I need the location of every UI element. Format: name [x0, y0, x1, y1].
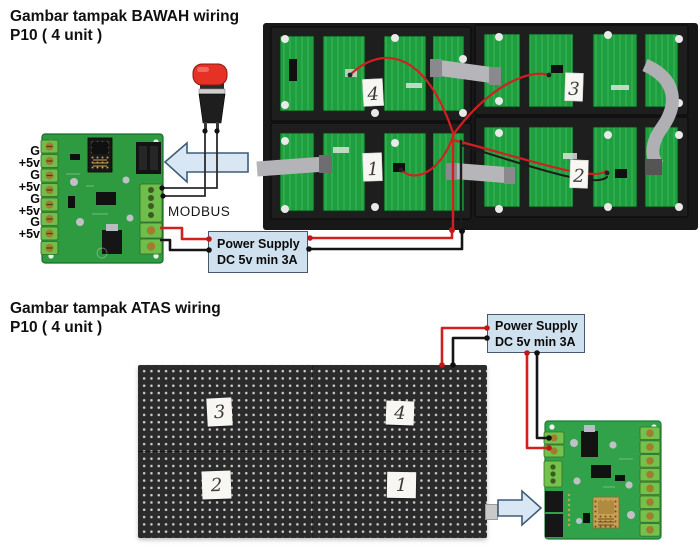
pcb-components [66, 154, 134, 259]
controller-pcb-bottom-view [40, 133, 164, 264]
push-button [192, 63, 228, 131]
pin-label: +5v [18, 203, 40, 218]
panel-number: 3 [568, 79, 580, 100]
ribbon-cables [256, 59, 679, 184]
power-supply-line1: Power Supply [495, 319, 578, 333]
panel-number: 4 [393, 402, 407, 424]
push-button-body [192, 63, 228, 131]
pcb-components [570, 425, 635, 524]
led-panel-back-photo: 4 3 1 2 [256, 23, 698, 231]
left-connector-headers [545, 491, 571, 537]
top-power-wires [160, 226, 464, 252]
pin-label: G [30, 191, 40, 206]
top-section-title: Gambar tampak BAWAH wiring P10 ( 4 unit … [10, 7, 239, 45]
power-supply-line1: Power Supply [217, 237, 300, 251]
panel-number: 1 [395, 474, 408, 496]
panel-number: 2 [572, 166, 585, 187]
module-seam-horizontal [138, 451, 487, 452]
left-terminal-column [40, 139, 59, 255]
flow-arrow-right-icon [497, 489, 543, 527]
modbus-wire-dots [159, 128, 220, 199]
power-supply-line2: DC 5v min 3A [217, 253, 298, 267]
power-supply-box-top: Power Supply DC 5v min 3A [208, 231, 308, 273]
top-title-line1: Gambar tampak BAWAH wiring [10, 8, 240, 25]
power-terminal-block [543, 431, 565, 458]
pin-label: +5v [18, 155, 40, 170]
right-terminal-column [639, 426, 661, 537]
panel-number-sticker: 3 [206, 397, 233, 427]
power-supply-line2: DC 5v min 3A [495, 335, 576, 349]
pin-label: +5v [18, 227, 40, 242]
panel-number: 2 [210, 474, 223, 496]
bottom-section-title: Gambar tampak ATAS wiring P10 ( 4 unit ) [10, 299, 221, 337]
pin-label: G [30, 144, 40, 158]
pin-label: G [30, 215, 40, 230]
esp-wifi-module [87, 137, 113, 173]
panel-number: 3 [213, 401, 226, 423]
modbus-terminal-block [139, 183, 163, 223]
right-connector-header [136, 142, 161, 174]
top-title-line2: P10 ( 4 unit ) [10, 27, 103, 44]
panel-number-sticker: 1 [386, 471, 417, 499]
panel-number: 1 [367, 159, 379, 180]
panel-connector-tab [485, 504, 498, 520]
led-panel-front-photo: 3 4 2 1 [138, 365, 487, 538]
power-supply-box-bottom: Power Supply DC 5v min 3A [487, 314, 585, 353]
panel-number-sticker: 4 [385, 400, 415, 426]
pin-label: +5v [18, 179, 40, 194]
controller-pcb-top-view [543, 420, 662, 540]
esp-wifi-module [592, 496, 620, 529]
modbus-signal-wires [162, 131, 218, 197]
power-terminal-block [139, 222, 163, 255]
panel-power-wires [347, 56, 610, 231]
panel-number: 4 [366, 84, 380, 106]
pin-label: G [30, 167, 40, 182]
bottom-title-line2: P10 ( 4 unit ) [10, 319, 103, 336]
modbus-label: MODBUS [168, 204, 231, 219]
flow-arrow-left-icon [163, 141, 249, 184]
magnet-dots [281, 31, 683, 213]
bottom-title-line1: Gambar tampak ATAS wiring [10, 300, 221, 317]
pin-label-column: G +5v G +5v G +5v G +5v [2, 144, 40, 242]
panel-number-sticker: 2 [201, 470, 232, 500]
modbus-terminal-block [543, 460, 563, 488]
module-seam-vertical [312, 365, 313, 538]
panel-number-stickers: 4 3 1 2 [362, 72, 589, 189]
